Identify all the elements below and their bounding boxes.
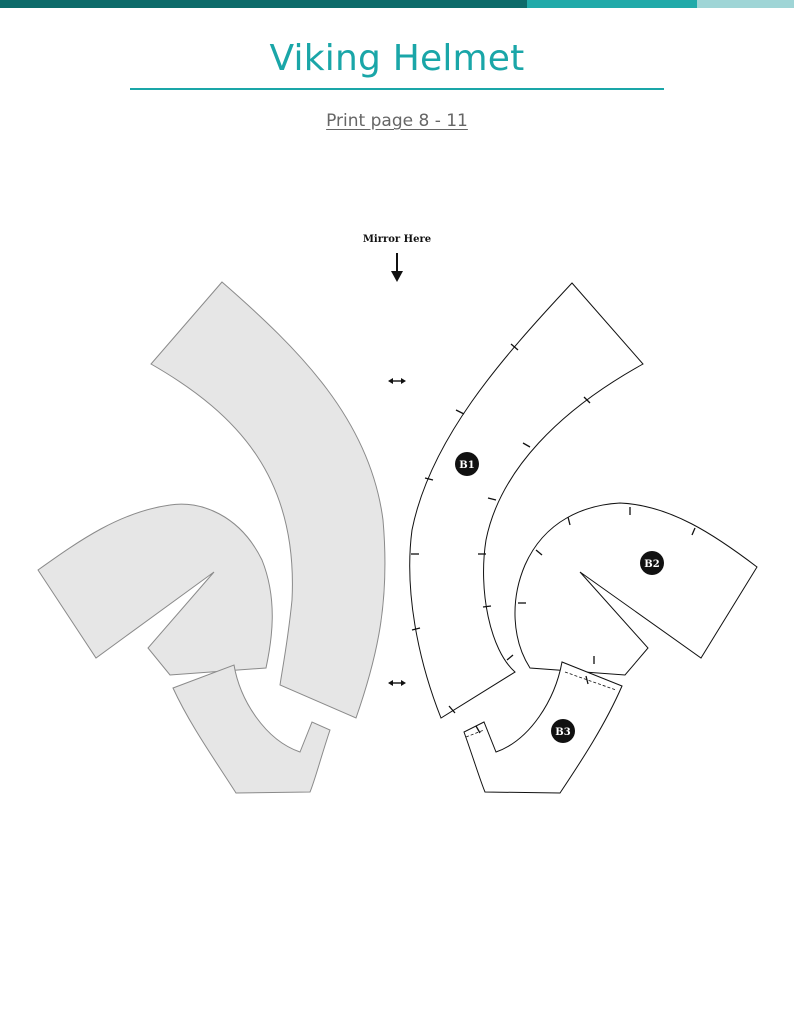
top-bar-dark [0, 0, 527, 8]
double-arrow-icon [388, 680, 406, 686]
print-pages-note: Print page 8 - 11 [326, 111, 468, 131]
mirror-here-label: Mirror Here [362, 234, 432, 245]
piece-b2-mirrored [37, 503, 273, 676]
label-badge-b3: B3 [551, 719, 575, 743]
label-b2-text: B2 [644, 559, 659, 570]
double-arrow-icon [388, 378, 406, 384]
notch-marks [411, 343, 696, 734]
label-badge-b1: B1 [455, 452, 479, 476]
label-b3-text: B3 [555, 727, 570, 738]
piece-b3-outline [463, 661, 623, 794]
top-bar-light [697, 0, 794, 8]
top-bar-mid [527, 0, 697, 8]
label-badge-b2: B2 [640, 551, 664, 575]
label-b1-text: B1 [459, 460, 474, 471]
arrow-down-icon [391, 253, 403, 282]
top-color-bar [0, 0, 794, 8]
title-underline [130, 88, 664, 90]
seam-line [465, 729, 485, 738]
piece-b3-mirrored [172, 664, 331, 794]
page-title: Viking Helmet [269, 38, 525, 79]
piece-b2-outline [514, 502, 758, 676]
seam-line [564, 671, 617, 691]
piece-b1-outline [409, 282, 644, 719]
piece-b1-mirrored [150, 281, 386, 719]
